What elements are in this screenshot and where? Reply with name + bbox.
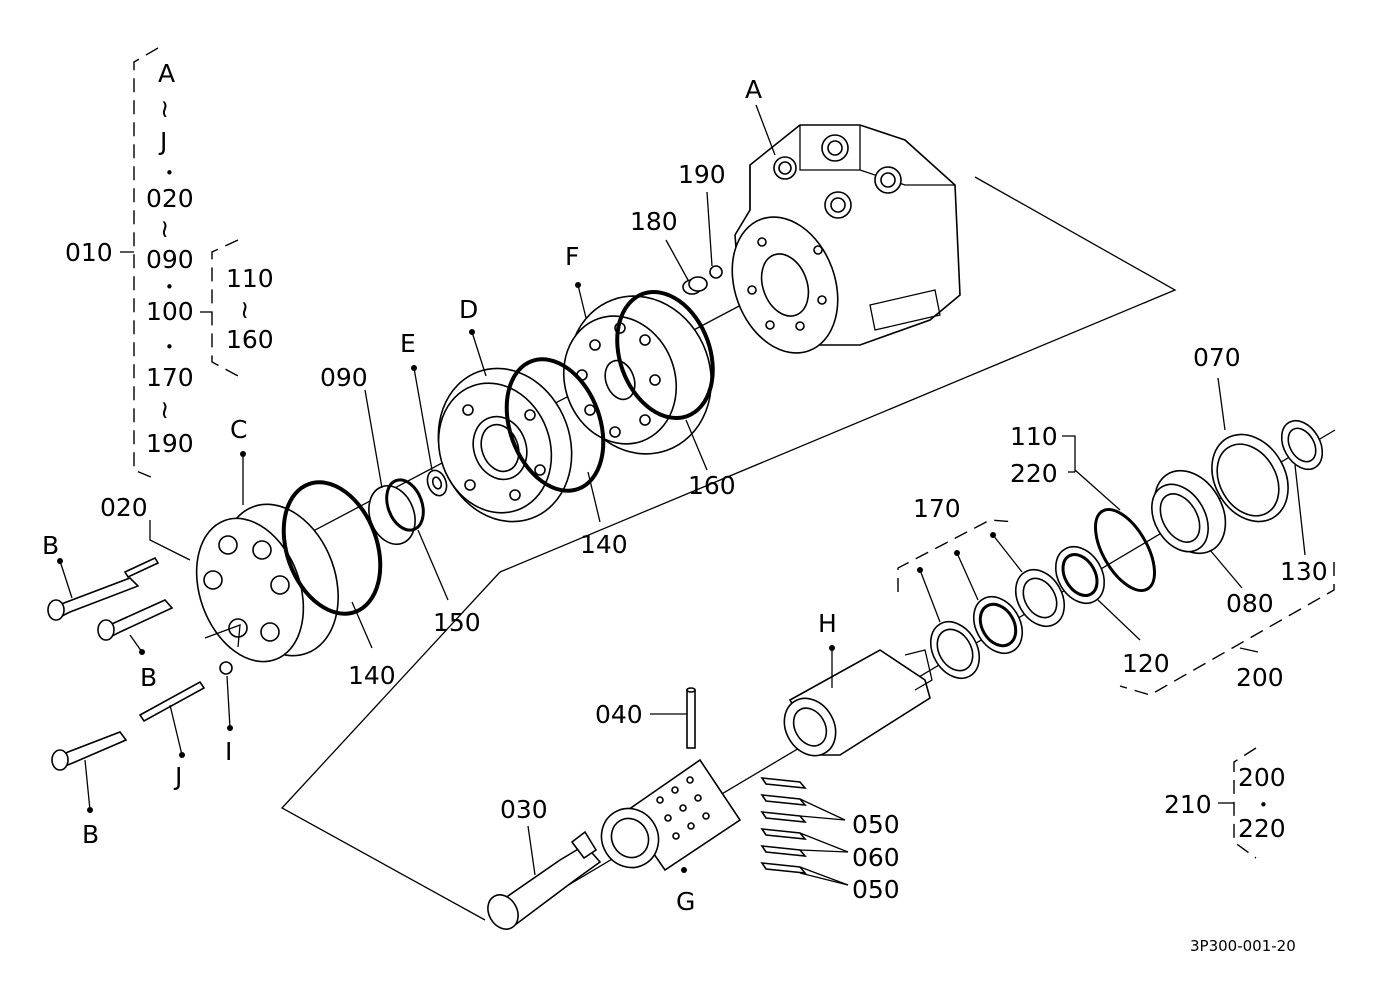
svg-text:A: A [158, 59, 175, 88]
svg-text:160: 160 [688, 471, 736, 500]
end-cap-c-shape [195, 503, 339, 663]
svg-text:A: A [745, 75, 762, 104]
svg-text:180: 180 [630, 207, 678, 236]
spool-030: 030 [487, 795, 602, 930]
bolt-b-lower: B [51, 731, 128, 849]
drawing-number: 3P300-001-20 [1190, 937, 1296, 955]
svg-text:110: 110 [1010, 422, 1058, 451]
svg-text:010: 010 [65, 238, 113, 267]
svg-text:•: • [165, 164, 174, 182]
svg-text:I: I [225, 737, 232, 766]
svg-text:130: 130 [1280, 557, 1328, 586]
svg-text:170: 170 [913, 494, 961, 523]
gear-d-shape [437, 367, 573, 523]
svg-text:D: D [459, 295, 478, 324]
svg-text:070: 070 [1193, 343, 1241, 372]
svg-text:200: 200 [1236, 663, 1284, 692]
group-210: 210 200 • 220 [1164, 747, 1286, 859]
bolt-b-upper: B [42, 531, 140, 621]
callout-c: C [230, 415, 247, 505]
svg-text:090: 090 [146, 245, 194, 274]
svg-text:220: 220 [1010, 459, 1058, 488]
pin-040: 040 [595, 687, 696, 749]
group-200: 200 [1119, 562, 1335, 696]
svg-text:020: 020 [146, 184, 194, 213]
svg-text:B: B [140, 663, 157, 692]
svg-text:B: B [82, 820, 99, 849]
svg-text:F: F [565, 242, 579, 271]
washer-170c [990, 532, 1066, 628]
svg-text:050: 050 [852, 875, 900, 904]
svg-text:160: 160 [226, 325, 274, 354]
bolt-b-middle: B [97, 599, 174, 692]
svg-text:220: 220 [1238, 814, 1286, 843]
o-ring-150: 150 [385, 478, 481, 637]
svg-text:≀: ≀ [160, 94, 169, 123]
svg-text:090: 090 [320, 363, 368, 392]
assembly-outline [280, 176, 1177, 921]
svg-text:≀: ≀ [160, 395, 169, 424]
svg-text:200: 200 [1238, 763, 1286, 792]
o-ring-160: 160 [615, 290, 736, 500]
retainer-080: 080 [1151, 469, 1274, 618]
seal-120: 120 [1054, 545, 1170, 678]
svg-text:H: H [818, 609, 837, 638]
svg-text:G: G [676, 887, 695, 916]
sleeve-g: G [600, 758, 742, 916]
sleeve-h: H [783, 609, 933, 757]
svg-text:190: 190 [146, 429, 194, 458]
housing-a-shape [731, 124, 961, 354]
set-screw-180: 180 [630, 207, 708, 295]
svg-text:•: • [165, 278, 174, 296]
ring-070: 070 [1193, 343, 1289, 523]
svg-text:030: 030 [500, 795, 548, 824]
svg-text:J: J [158, 127, 167, 156]
pin-020: 020 [100, 493, 191, 579]
svg-text:140: 140 [580, 530, 628, 559]
o-ring-140-upper: 140 [504, 357, 628, 559]
pin-j: J [138, 680, 206, 791]
springs-050-060: 050 060 050 [760, 777, 900, 904]
group-bracket-lower-left [204, 624, 241, 648]
ring-130: 130 [1280, 419, 1328, 586]
o-ring-140-lower: 140 [281, 480, 396, 690]
svg-text:020: 020 [100, 493, 148, 522]
svg-text:E: E [400, 329, 416, 358]
svg-text:•: • [165, 338, 174, 356]
svg-text:060: 060 [852, 843, 900, 872]
svg-text:210: 210 [1164, 790, 1212, 819]
svg-text:170: 170 [146, 363, 194, 392]
group-010: 010 A ≀ J • 020 ≀ 090 • 100 • 170 ≀ 190 [65, 47, 194, 481]
group-100: 110 ≀ 160 [200, 239, 274, 377]
svg-text:J: J [173, 762, 182, 791]
svg-text:100: 100 [146, 297, 194, 326]
svg-text:080: 080 [1226, 589, 1274, 618]
washer-170a [917, 567, 981, 680]
svg-text:≀: ≀ [240, 295, 249, 324]
svg-text:140: 140 [348, 661, 396, 690]
svg-text:B: B [42, 531, 59, 560]
callout-a: A [745, 75, 776, 156]
svg-text:150: 150 [433, 608, 481, 637]
ball-i: I [219, 661, 233, 766]
svg-text:C: C [230, 415, 247, 444]
ball-190: 190 [678, 160, 726, 279]
svg-text:040: 040 [595, 700, 643, 729]
svg-text:≀: ≀ [160, 214, 169, 243]
o-ring-110-220: 110 220 [1010, 422, 1156, 592]
seal-170b [954, 550, 1024, 655]
svg-text:110: 110 [226, 264, 274, 293]
svg-text:•: • [1259, 796, 1268, 814]
svg-text:050: 050 [852, 810, 900, 839]
washer-e: E [400, 329, 448, 497]
plate-f-shape [562, 295, 713, 455]
group-170-bracket: 170 [897, 494, 1016, 592]
svg-text:120: 120 [1122, 649, 1170, 678]
svg-text:190: 190 [678, 160, 726, 189]
callout-d: D [459, 295, 487, 377]
callout-f: F [565, 242, 587, 319]
